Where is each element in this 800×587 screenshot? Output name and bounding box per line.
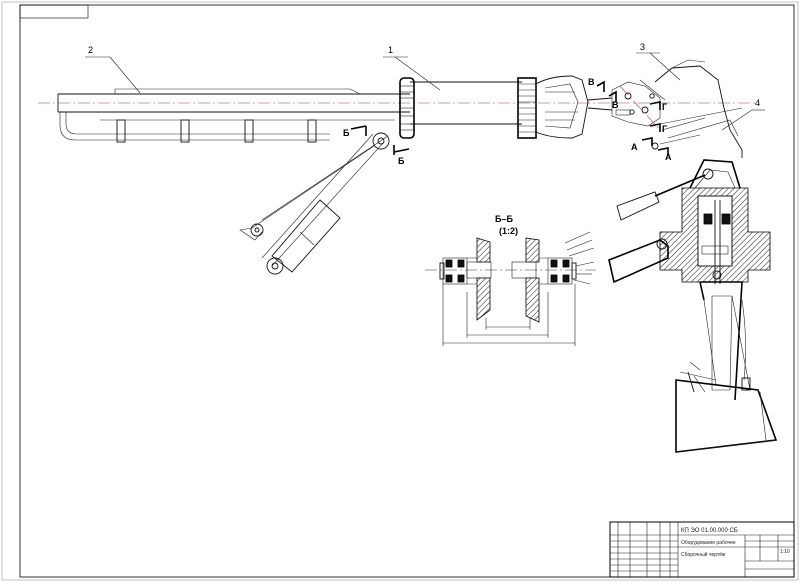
section-mark-b-left: Б xyxy=(343,128,350,138)
boom-assembly-view: 2 1 3 4 Б Б В В Г Г А А xyxy=(38,42,765,275)
title-block: КП ЭО 01.00.000 СБ Оборудование рабочее … xyxy=(609,521,795,578)
section-bb-view: Б–Б (1:2) xyxy=(425,214,596,346)
callout-2: 2 xyxy=(88,45,93,55)
title-block-name-line2: Сборочный чертёж xyxy=(681,551,726,558)
rotator-section-view xyxy=(608,159,778,453)
section-bb-scale: (1:2) xyxy=(499,226,518,236)
title-block-scale: 1:10 xyxy=(780,549,790,555)
section-mark-a-right: А xyxy=(665,152,672,162)
callout-4: 4 xyxy=(755,98,760,108)
outer-boom xyxy=(399,75,613,139)
section-mark-g-top: Г xyxy=(662,102,667,112)
hydraulic-strut xyxy=(239,132,390,275)
title-block-doc-code: КП ЭО 01.00.000 СБ xyxy=(681,528,738,534)
section-markers xyxy=(350,80,669,156)
title-block-name-line1: Оборудование рабочее xyxy=(681,540,736,546)
callout-1: 1 xyxy=(388,45,393,55)
section-mark-b-right: Б xyxy=(398,156,405,166)
inner-boom xyxy=(57,88,410,143)
callout-leaders xyxy=(85,52,765,131)
section-mark-a-left: А xyxy=(631,142,638,152)
section-mark-g-bottom: Г xyxy=(662,124,667,134)
top-corner-stamp xyxy=(19,4,89,19)
section-bb-title: Б–Б xyxy=(495,214,513,224)
title-block-frame xyxy=(609,521,795,578)
section-mark-v-right: В xyxy=(612,100,619,110)
callout-3: 3 xyxy=(640,42,645,52)
drawing-frame xyxy=(19,4,795,578)
section-mark-v-left: В xyxy=(588,77,595,87)
